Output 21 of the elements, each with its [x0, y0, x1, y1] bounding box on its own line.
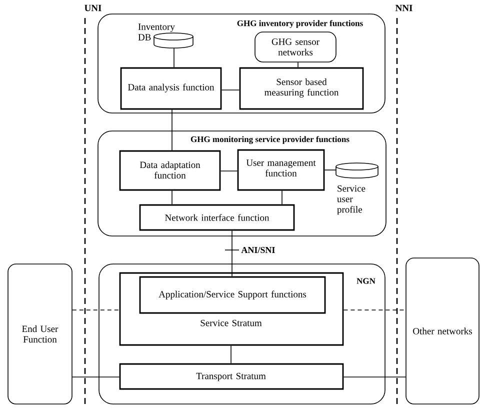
interface-label: NNI: [395, 4, 412, 12]
function-box: Data adaptation function: [119, 150, 221, 191]
rounded-box: Other networks: [406, 258, 480, 404]
interface-label: UNI: [84, 4, 102, 12]
rounded-box: GHG sensor networks: [254, 32, 336, 62]
function-box: Sensor based measuring function: [239, 67, 364, 110]
database-cylinder: Service user profile: [336, 162, 378, 215]
edge-label: ANI/SNI: [241, 246, 275, 254]
connector-line: [343, 376, 406, 378]
function-box: Application/Service Support functions: [139, 276, 326, 314]
node-label: Inventory DB: [138, 24, 175, 40]
node-label: Service user profile: [337, 185, 366, 215]
function-box: Network interface function: [139, 204, 295, 231]
rounded-box: End User Function: [8, 264, 72, 404]
function-box: Data analysis function: [120, 67, 222, 110]
connector-line: [72, 376, 120, 378]
database-cylinder: Inventory DB: [138, 24, 194, 48]
connector-line: [230, 345, 232, 364]
function-box: User management function: [237, 149, 325, 191]
connector-line: [220, 170, 238, 172]
function-box: Transport Stratum: [119, 363, 344, 390]
